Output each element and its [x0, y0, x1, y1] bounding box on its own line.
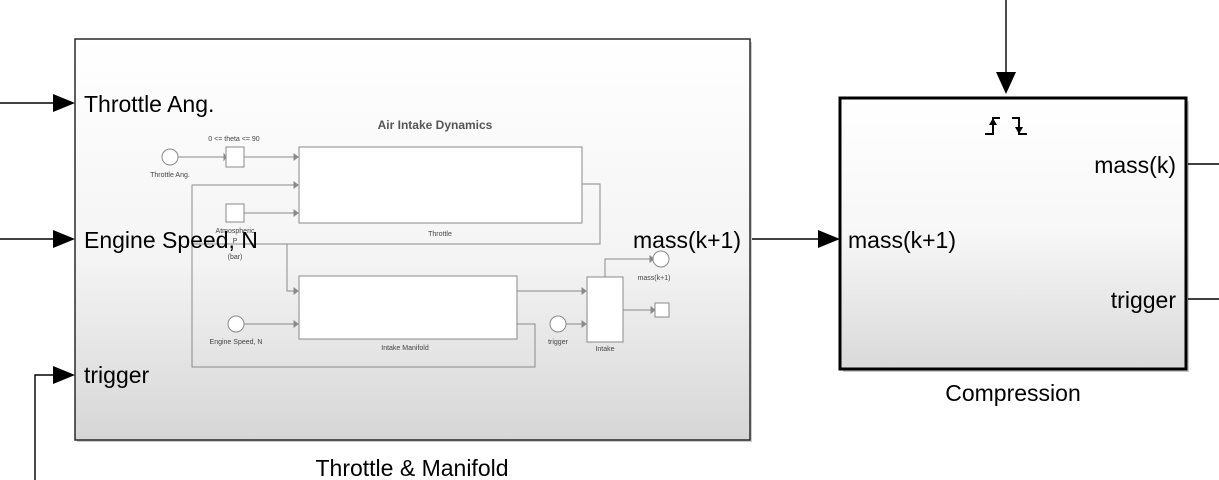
port-label-throttle-ang: Throttle Ang. — [84, 91, 214, 117]
preview-theta-label: 0 <= theta <= 90 — [208, 136, 259, 143]
preview-throttle-block — [298, 146, 583, 224]
subsystem-label-compression: Compression — [945, 380, 1081, 406]
throttle-manifold-subsystem[interactable] — [74, 38, 752, 442]
preview-engine-speed-label: Engine Speed, N — [210, 339, 263, 346]
signal-line-trigger-top[interactable] — [996, 0, 1016, 94]
preview-trigger-label: trigger — [548, 339, 569, 346]
preview-mass-outport — [652, 250, 670, 268]
preview-throttle-label: Throttle Ang. — [150, 172, 190, 179]
compression-port-trigger-out: trigger — [1111, 287, 1177, 313]
preview-pressure-label: P — [233, 238, 238, 245]
trigger-icon — [985, 117, 1027, 135]
preview-throttle-inport — [161, 148, 179, 166]
port-label-mass-out: mass(k+1) — [633, 227, 741, 253]
preview-saturation-block — [225, 146, 245, 168]
preview-intake-label: Intake — [595, 346, 614, 353]
port-label-trigger: trigger — [84, 362, 150, 388]
preview-engine-speed-inport — [227, 315, 245, 333]
preview-throttle-block-label: Throttle — [428, 231, 452, 238]
compression-port-mass-out: mass(k) — [1094, 152, 1176, 178]
preview-atmospheric-block — [225, 203, 245, 223]
signal-line-mass-k1[interactable] — [752, 230, 840, 248]
preview-intake-block — [586, 276, 624, 343]
preview-trigger-inport — [549, 315, 567, 333]
subsystem-label-throttle-manifold: Throttle & Manifold — [315, 455, 508, 480]
signal-line-throttle-ang[interactable] — [0, 94, 75, 112]
preview-mass-label: mass(k+1) — [638, 275, 671, 282]
signal-line-trigger[interactable] — [34, 366, 75, 480]
preview-atmospheric-label: Atmospheric — [216, 228, 255, 235]
compression-port-mass-in: mass(k+1) — [848, 227, 956, 253]
preview-title: Air Intake Dynamics — [378, 118, 493, 132]
preview-terminator-block — [654, 302, 670, 318]
preview-manifold-label: Intake Manifold — [381, 345, 429, 352]
port-label-engine-speed: Engine Speed, N — [84, 227, 258, 253]
signal-line-engine-speed[interactable] — [0, 230, 75, 248]
preview-bar-label: (bar) — [228, 254, 243, 261]
compression-subsystem[interactable] — [838, 96, 1189, 372]
preview-manifold-block — [298, 275, 518, 340]
subsystem-preview: Air Intake Dynamics Throttle Ang. 0 <= t… — [150, 118, 671, 368]
